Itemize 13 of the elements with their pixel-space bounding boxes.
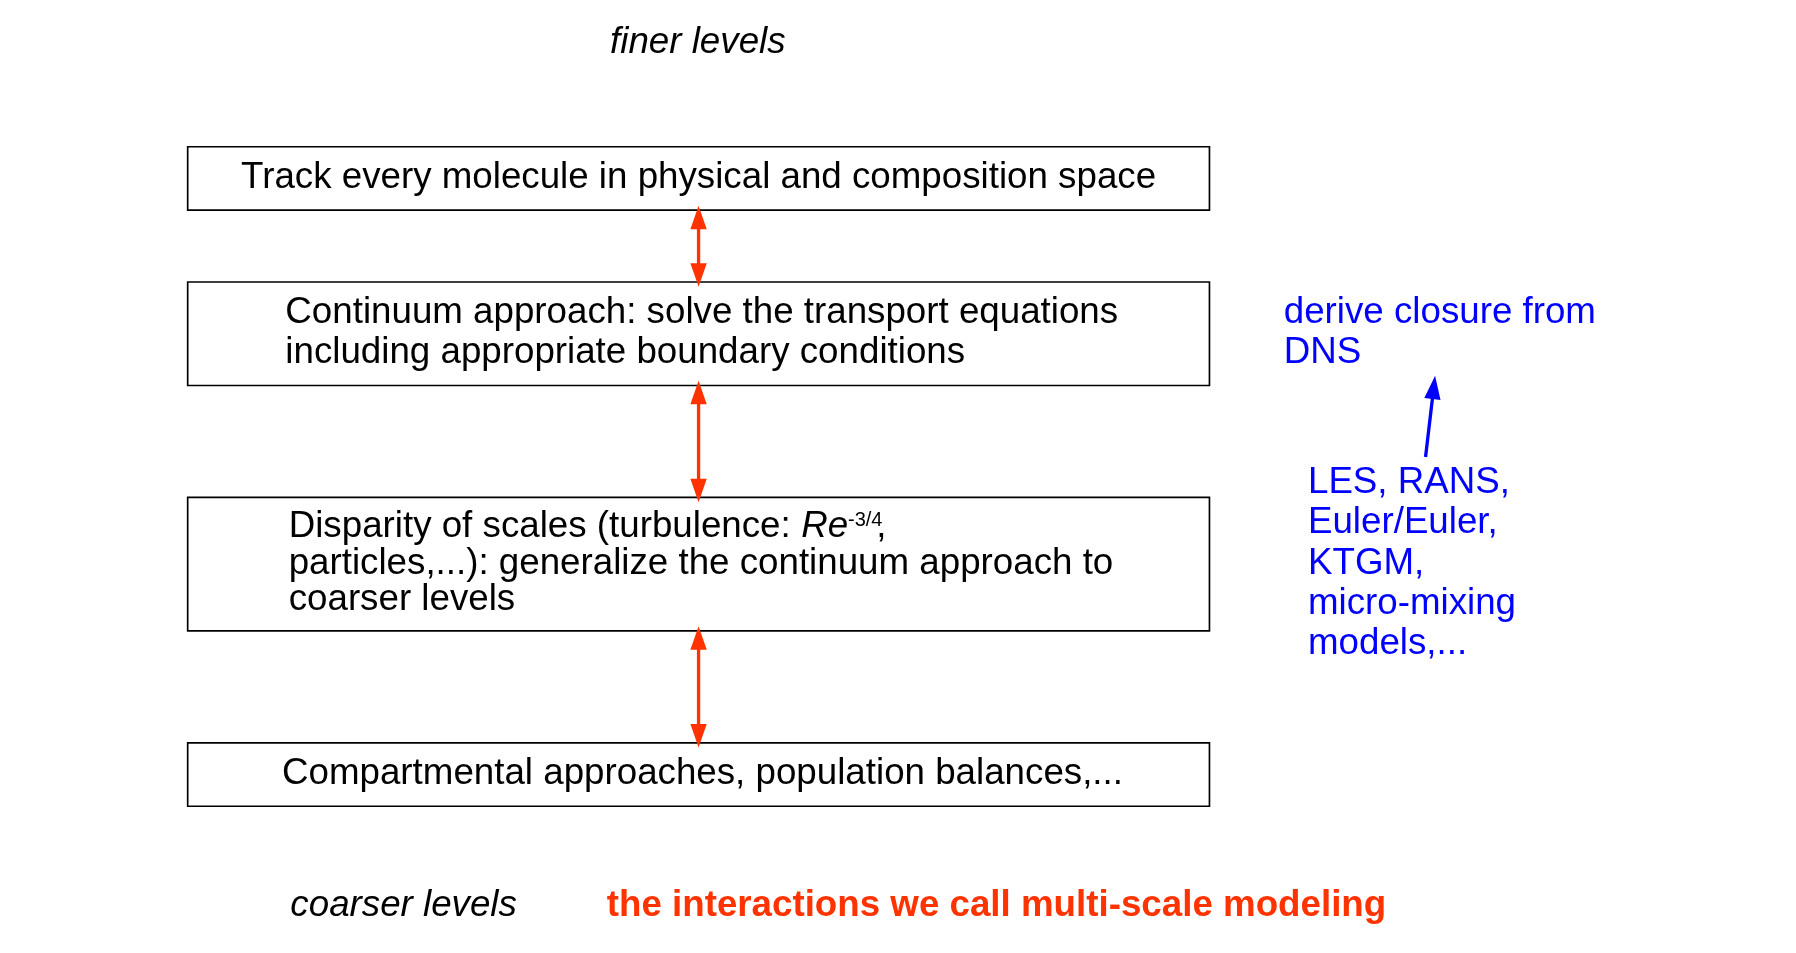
label: finer levels [609, 19, 786, 61]
node-text: LES, RANS, Euler/Euler, KTGM, micro-mixing models,... [1307, 460, 1516, 662]
node-box: Compartmental approaches, population balances,... [186, 741, 1210, 808]
label: coarser levels [289, 882, 517, 924]
arrow [689, 205, 707, 287]
node-box: Disparity of scales (turbulence: Re$^{-3/4}$, particles,...): generalize the continuum approach to coarser levels [186, 496, 1210, 632]
arrow [689, 626, 707, 748]
arrow [1423, 375, 1440, 458]
label: the interactions we call multi-scale modeling [606, 882, 1386, 924]
arrow [689, 380, 707, 503]
node-text: derive closure from DNS [1283, 290, 1596, 372]
node-box: Continuum approach: solve the transport equations including appropriate boundary conditions [186, 281, 1210, 387]
node-box: Track every molecule in physical and composition space [186, 145, 1210, 212]
